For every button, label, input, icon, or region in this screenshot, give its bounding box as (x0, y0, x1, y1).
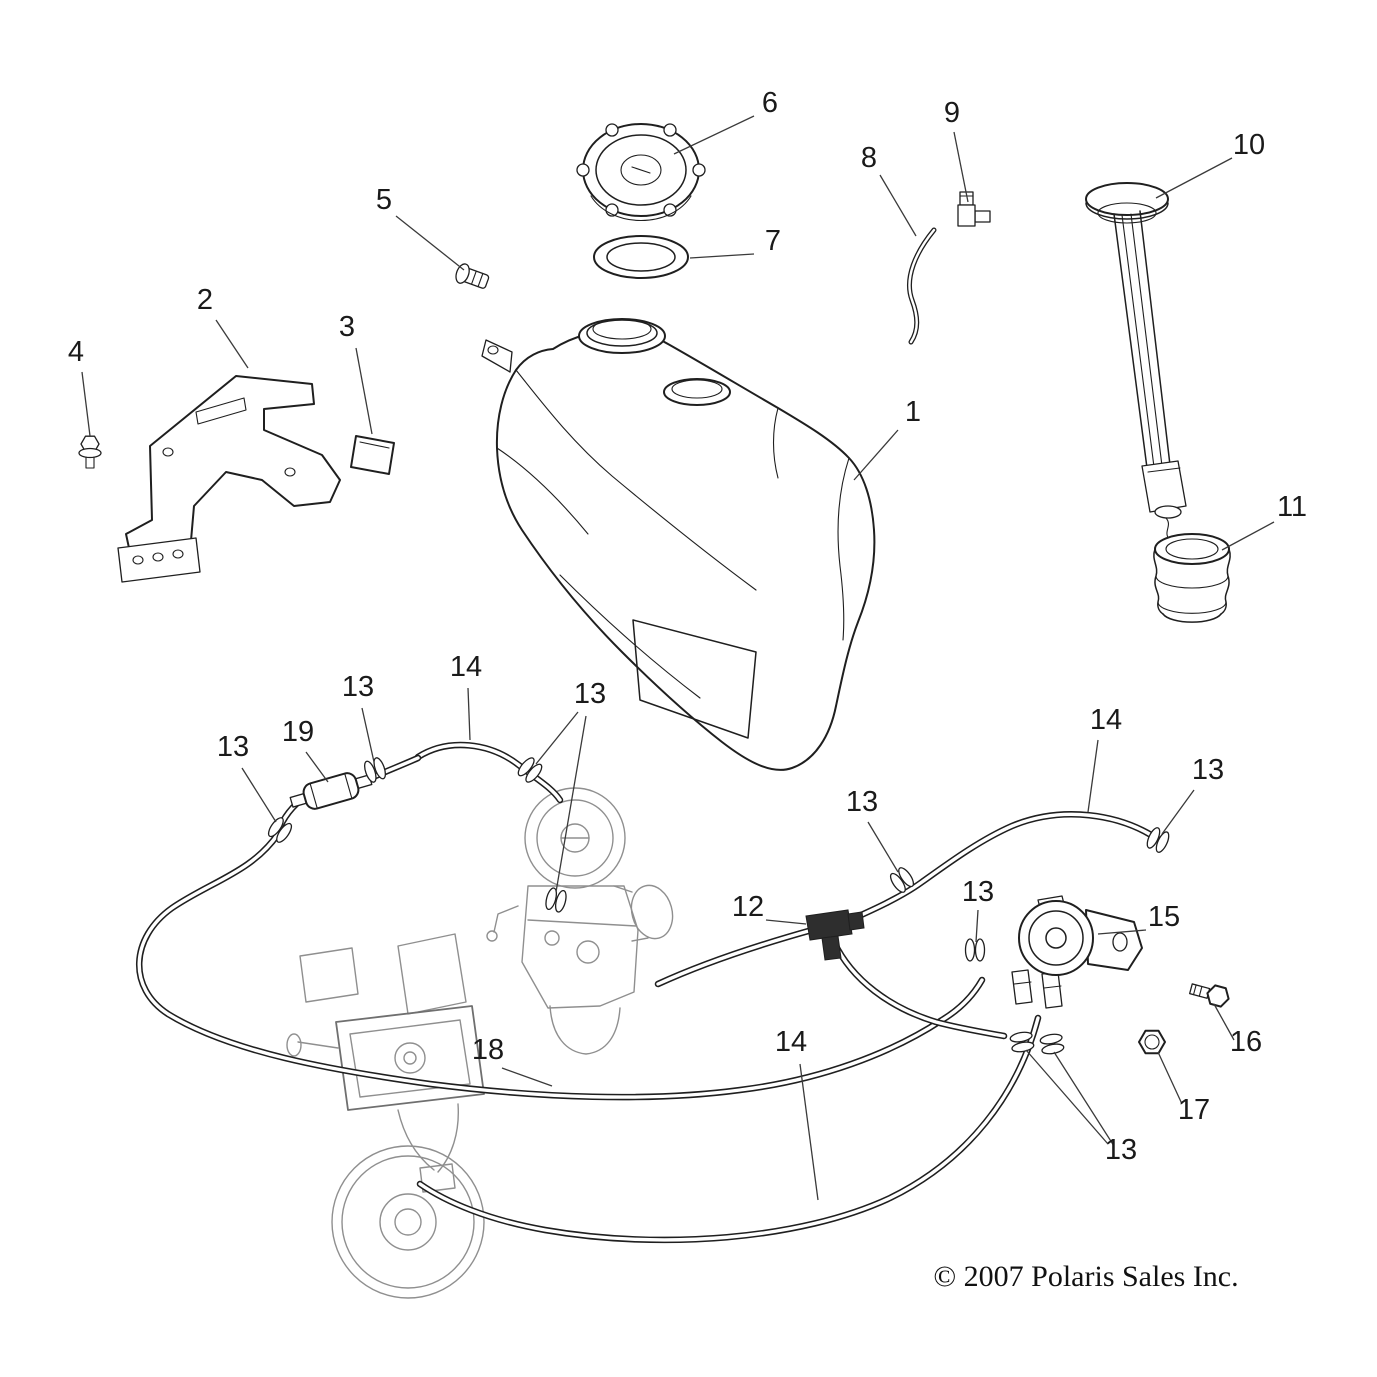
hose-tee-to-carb (654, 926, 816, 988)
callout-4: 4 (68, 336, 84, 368)
fuel-valve (1011, 895, 1143, 1009)
callout-11: 11 (1277, 491, 1307, 523)
hose-valve-right (846, 811, 1166, 924)
callout-13: 13 (962, 876, 994, 908)
fuel-line-long (136, 830, 986, 1101)
bracket-bolt (78, 435, 102, 469)
hose-valve-bottom (416, 1014, 1042, 1244)
hose-clamp (545, 887, 567, 913)
hose-clamps (267, 757, 1170, 1055)
callout-2: 2 (197, 284, 213, 316)
leader-lines (81, 115, 1275, 1201)
callout-13: 13 (342, 671, 374, 703)
callout-13: 13 (574, 678, 606, 710)
callout-9: 9 (944, 97, 960, 129)
copyright-text: © 2007 Polaris Sales Inc. (933, 1260, 1238, 1293)
callout-15: 15 (1148, 901, 1180, 933)
hose-clamp (964, 938, 986, 962)
fuel-tank (481, 318, 876, 771)
callout-13: 13 (1192, 754, 1224, 786)
tank-screw (455, 263, 490, 289)
hose-clamp (1039, 1033, 1065, 1055)
hose-clamp (1146, 827, 1170, 853)
cap-gasket (593, 235, 689, 279)
callout-16: 16 (1230, 1026, 1262, 1058)
tank-grommet (1153, 533, 1231, 623)
callout-labels: 6 9 8 10 5 7 2 3 4 1 11 13 14 13 19 13 1… (68, 87, 1307, 1166)
bracket-pad (350, 435, 395, 475)
callout-12: 12 (732, 891, 764, 923)
fuel-filter (289, 772, 373, 810)
flange-nut (1138, 1029, 1166, 1055)
callout-14: 14 (775, 1026, 807, 1058)
tank-bracket (117, 375, 341, 583)
valve-bolt (1189, 983, 1230, 1008)
hose-clamp (363, 757, 387, 783)
wheel-faint (331, 1145, 485, 1299)
callout-19: 19 (282, 716, 314, 748)
callout-14: 14 (1090, 704, 1122, 736)
callout-18: 18 (472, 1034, 504, 1066)
callout-3: 3 (339, 311, 355, 343)
callout-13: 13 (1105, 1134, 1137, 1166)
vent-fitting (957, 191, 991, 227)
callout-13: 13 (846, 786, 878, 818)
callout-6: 6 (762, 87, 778, 119)
callout-1: 1 (905, 396, 921, 428)
hose-tee-to-valve (830, 938, 1008, 1040)
fuel-gauge-sender (1085, 182, 1187, 541)
callout-5: 5 (376, 184, 392, 216)
fuel-cap (576, 123, 706, 221)
callout-13: 13 (217, 731, 249, 763)
callout-10: 10 (1233, 129, 1265, 161)
hose-clamp (889, 867, 915, 893)
callout-8: 8 (861, 142, 877, 174)
hose-clamp (1009, 1031, 1035, 1053)
tee-fitting (805, 909, 865, 961)
hose-tank-to-carb (414, 741, 564, 804)
vent-hose (906, 227, 937, 345)
callout-17: 17 (1178, 1094, 1210, 1126)
engine-assembly-faint (286, 787, 674, 1299)
hose-clamp (267, 817, 293, 843)
hose-clamp (517, 757, 543, 783)
callout-7: 7 (765, 225, 781, 257)
callout-14: 14 (450, 651, 482, 683)
